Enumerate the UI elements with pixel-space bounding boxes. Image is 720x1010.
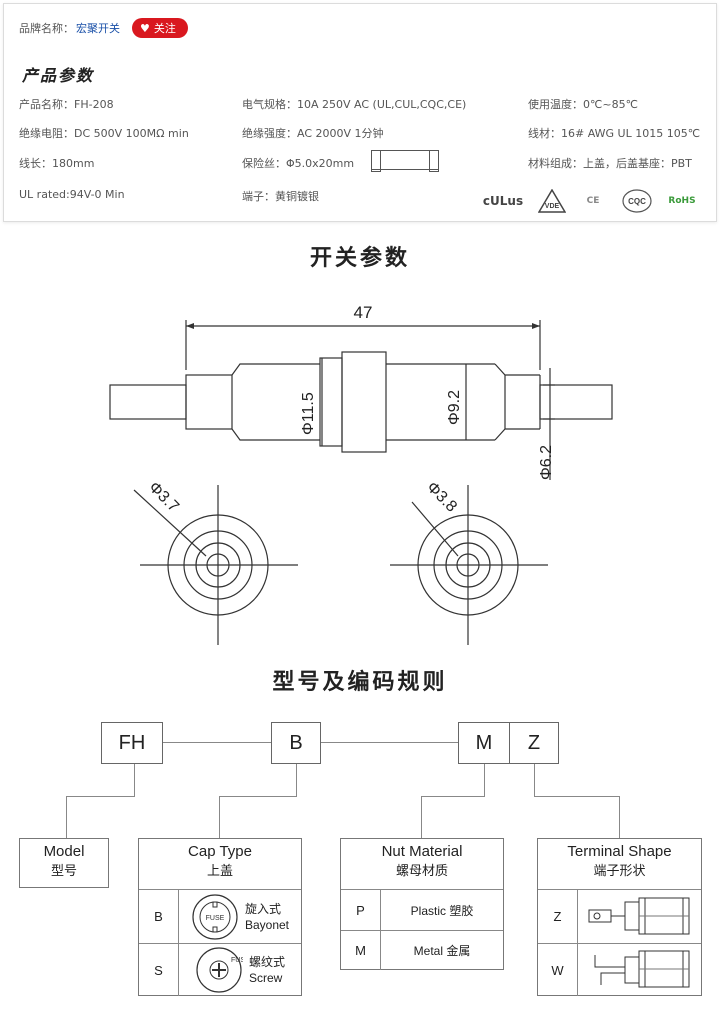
nut-material-label-cn: 螺母材质 [395,863,448,878]
cap-key-s: S [139,944,179,996]
connector [296,764,297,796]
connector [534,796,620,797]
nut-row-m: M Metal 金属 [341,930,503,970]
connector [534,764,535,796]
cap-key-b: B [139,890,179,943]
connector [134,764,135,796]
code-box-z: Z [509,722,559,764]
model-label-en: Model [43,843,85,860]
rohs-cert-icon: RoHS [668,196,696,206]
connector [421,796,422,838]
bayonet-label-cn: 旋入式 [244,901,281,916]
spec-length: 线长：180mm [19,157,95,170]
terminal-key-w: W [538,944,578,996]
dim-d11-5: Φ11.5 [300,392,317,435]
screw-label-cn: 螺纹式 [248,955,285,969]
bayonet-cap-icon: FUSE [192,893,238,940]
nut-val-metal: Metal 金属 [413,944,471,958]
connector [219,796,220,838]
spec-wire: 线材：16# AWG UL 1015 105℃ [528,127,701,140]
terminal-row-w: W [538,943,701,996]
connector [421,796,485,797]
brand-label: 品牌名称： [19,22,74,35]
dim-length: 47 [354,303,373,322]
brand-row: 品牌名称： 宏聚开关 ♥ 关注 [19,18,188,38]
brand-link[interactable]: 宏聚开关 [76,22,120,35]
spec-withstand: 绝缘强度：AC 2000V 1分钟 [242,127,384,140]
connector [163,742,271,743]
spec-rating: 电气规格：10A 250V AC (UL,CUL,CQC,CE) [242,98,467,111]
terminal-key-z: Z [538,890,578,943]
nut-material-table: Nut Material 螺母材质 P Plastic 塑胶 M Metal 金… [340,838,504,970]
nut-key-p: P [341,890,381,930]
cqc-cert-icon: CQC [620,188,654,214]
spec-insulation: 绝缘电阻：DC 500V 100MΩ min [19,127,189,140]
svg-text:FUSE: FUSE [206,915,225,922]
vde-cert-icon: VDE [536,188,568,214]
screw-label-en: Screw [248,971,283,985]
model-table: Model 型号 [19,838,109,888]
code-box-fh: FH [101,722,163,764]
nut-key-m: M [341,931,381,970]
bent-terminal-icon [594,950,689,988]
screw-cap-icon: FUSE [196,947,243,993]
spec-ul: UL rated:94V-0 Min [19,188,125,201]
cul-us-cert-icon: cULus [482,194,524,208]
cap-row-b: B FUSE 旋入式 Bayonet [139,889,301,943]
connector [219,796,297,797]
cap-type-table: Cap Type 上盖 B FUSE 旋入式 Bayonet S [138,838,302,996]
params-title: 产品参数 [22,66,95,85]
connector [321,742,458,743]
code-box-b: B [271,722,321,764]
dim-d3-8: Φ3.8 [423,479,460,516]
connector [619,796,620,838]
heart-icon: ♥ [140,21,150,35]
connector [66,796,67,838]
nut-row-p: P Plastic 塑胶 [341,889,503,930]
follow-button[interactable]: ♥ 关注 [132,18,188,38]
dim-d3-7: Φ3.7 [145,479,182,516]
spec-fuse: 保险丝：Φ5.0x20mm [242,157,355,170]
svg-text:VDE: VDE [545,203,560,210]
spec-material: 材料组成：上盖，后盖基座：PBT [528,157,692,170]
fuse-icon [371,150,439,172]
coding-rules-title: 型号及编码规则 [272,670,448,695]
terminal-shape-table: Terminal Shape 端子形状 Z W [537,838,702,996]
bayonet-label-en: Bayonet [244,917,290,932]
connector [484,764,485,796]
dim-d6-2: Φ6.2 [538,445,555,480]
dimension-drawing: 47 Φ11.5 Φ9.2 Φ6.2 Φ3.7 Φ3.8 [109,303,613,645]
code-box-m: M [458,722,510,764]
svg-text:CQC: CQC [628,197,646,206]
ce-cert-icon: CE [586,196,600,206]
svg-text:FUSE: FUSE [231,957,243,964]
dim-d9-2: Φ9.2 [446,390,463,425]
nut-material-label-en: Nut Material [381,843,463,860]
terminal-shape-label-cn: 端子形状 [593,863,646,878]
model-label-cn: 型号 [50,863,77,878]
spec-terminal: 端子：黄铜镀银 [242,190,319,203]
end-view-right [390,485,548,645]
follow-label: 关注 [153,22,176,35]
nut-val-plastic: Plastic 塑胶 [410,903,474,918]
end-view-left [133,485,298,645]
cap-type-label-en: Cap Type [188,843,252,860]
cap-row-s: S FUSE 螺纹式 Screw [139,943,301,996]
cap-type-label-cn: 上盖 [206,863,233,878]
straight-terminal-icon [588,897,689,934]
spec-model: 产品名称：FH-208 [19,98,114,111]
switch-params-title: 开关参数 [309,246,410,271]
terminal-shape-label-en: Terminal Shape [567,843,672,860]
product-params-card: 品牌名称： 宏聚开关 ♥ 关注 产品参数 产品名称：FH-208 电气规格：10… [3,3,717,222]
spec-temp: 使用温度：0℃~85℃ [528,98,638,111]
terminal-row-z: Z [538,889,701,943]
connector [66,796,135,797]
